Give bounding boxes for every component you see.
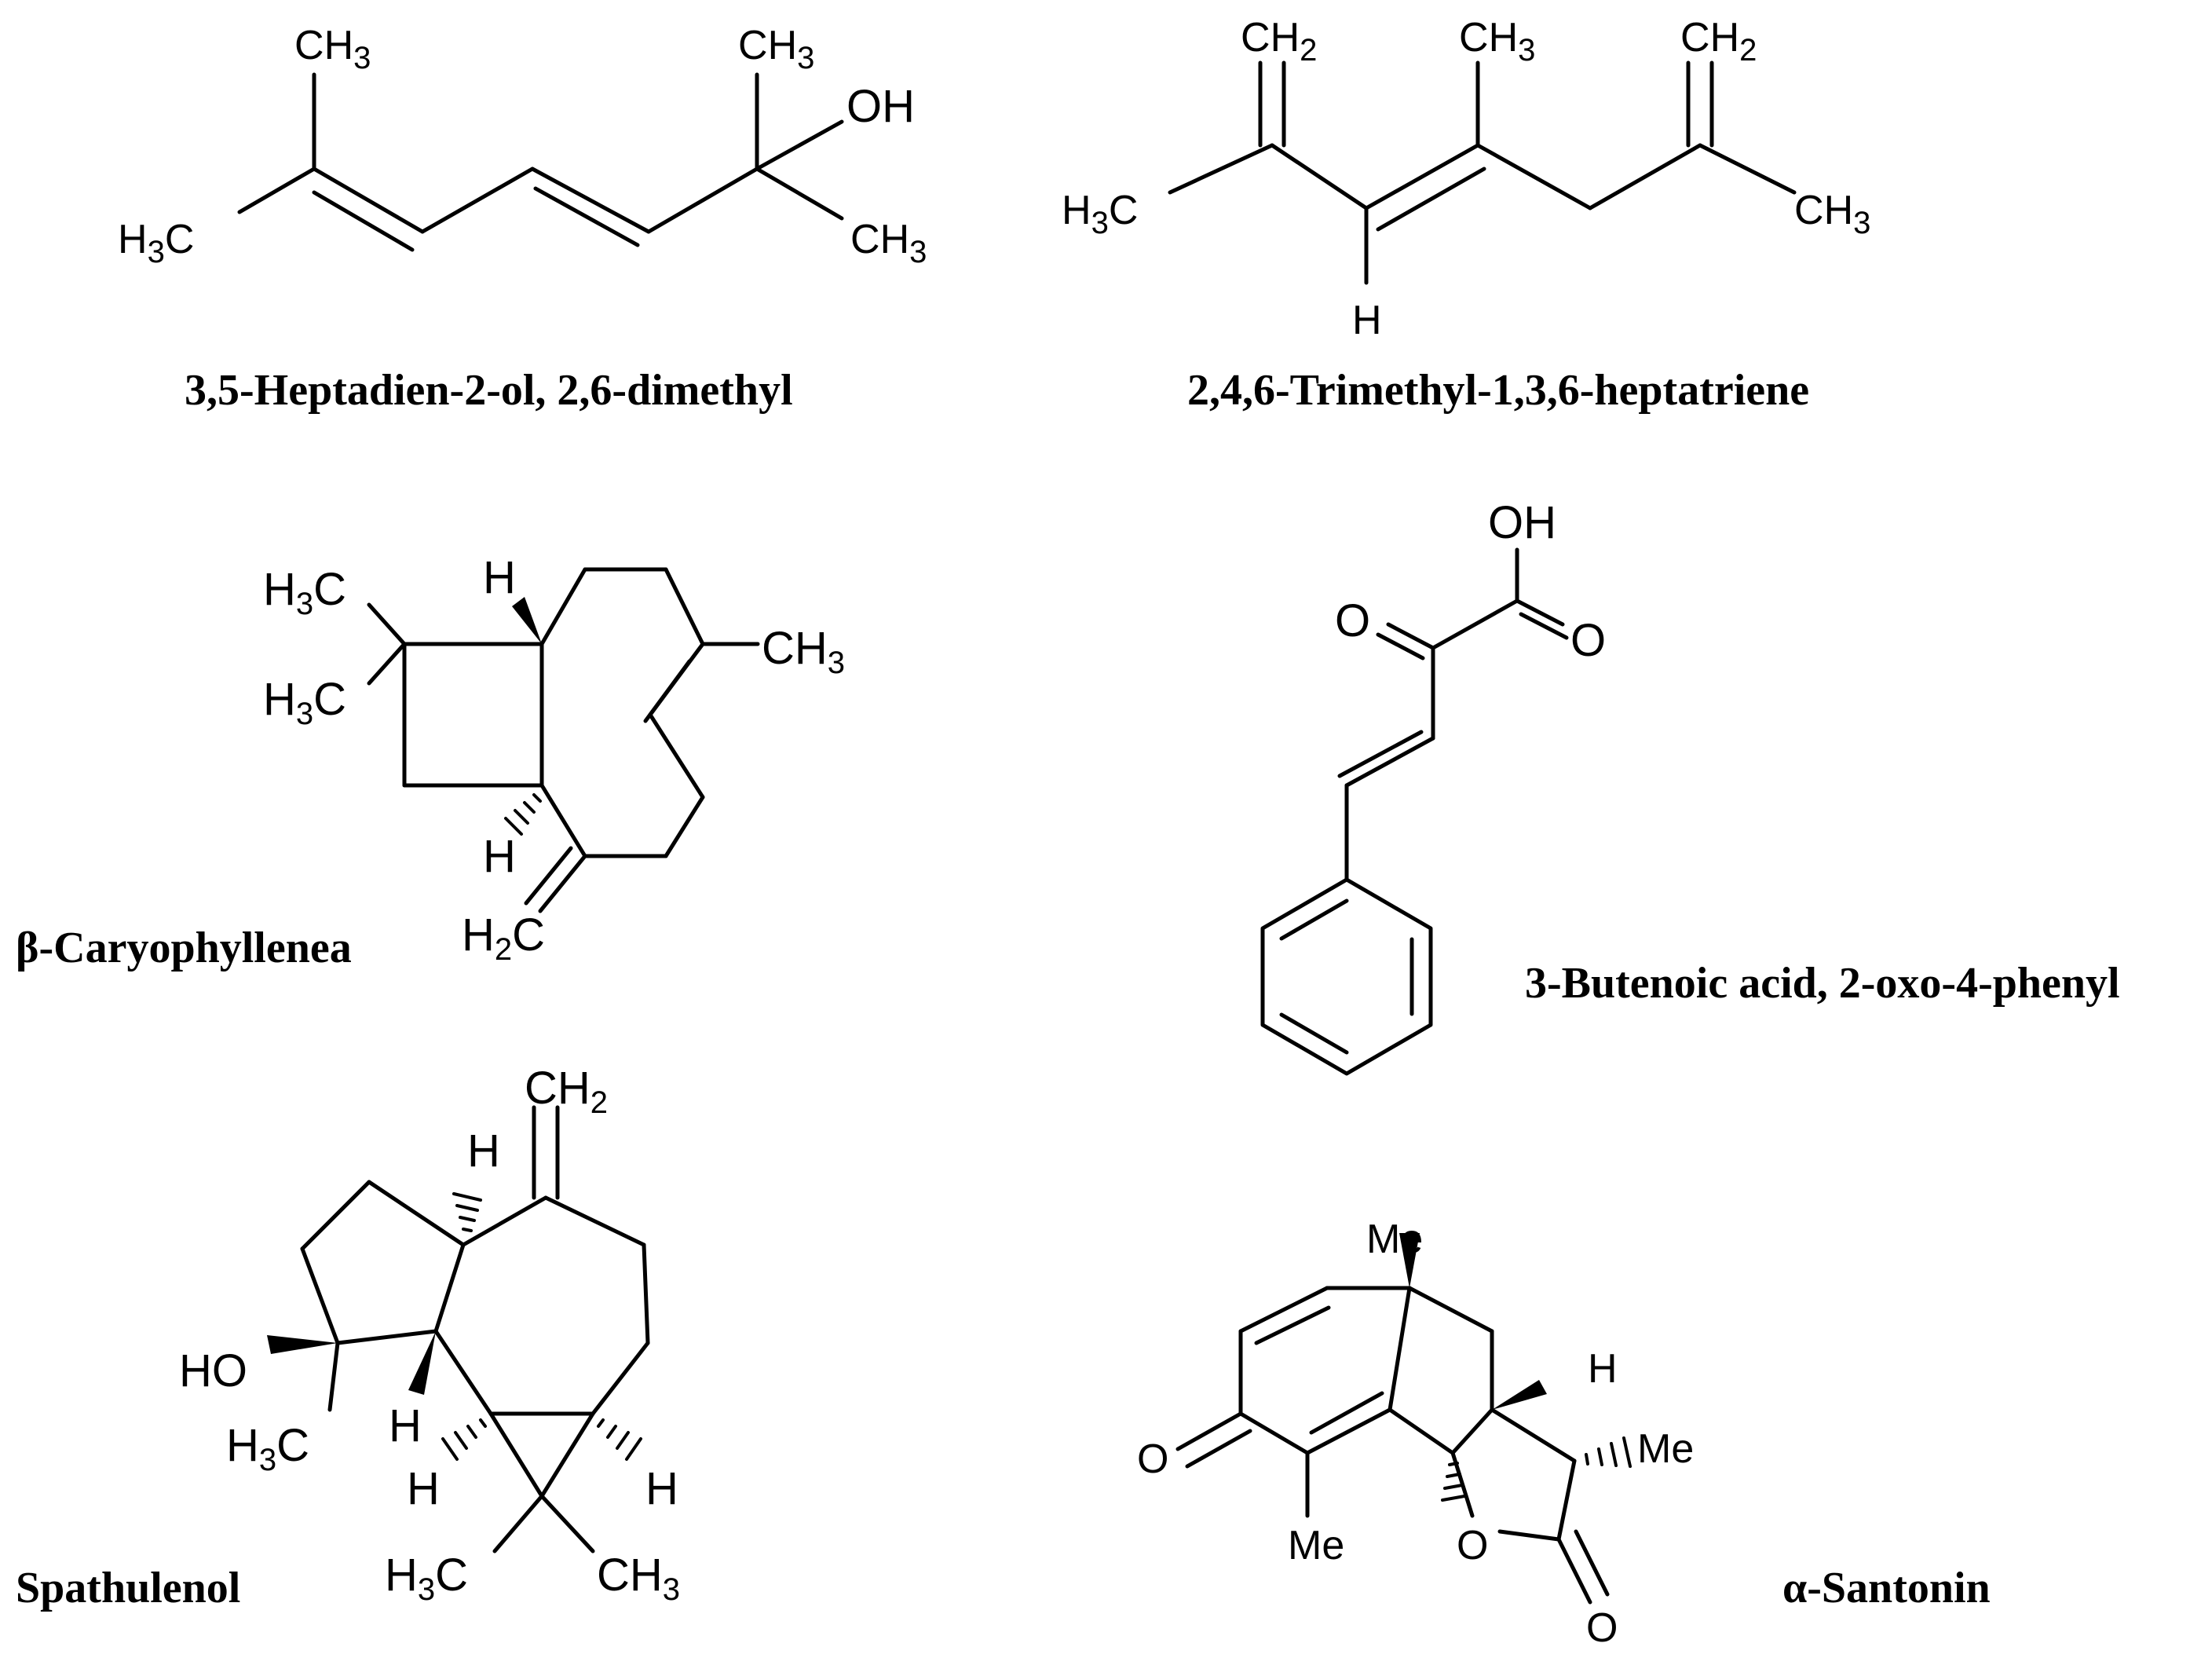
santonin-hydrogen: H — [1588, 1346, 1618, 1392]
caryophyllene-methyl-upper: H3C — [263, 564, 346, 621]
santonin-wedge-me-top — [1399, 1233, 1420, 1288]
caryophyllene-hash-bottom — [504, 793, 542, 836]
butenoic-acid-hydroxyl: OH — [1488, 497, 1556, 548]
spathulenol-hash-top — [452, 1192, 482, 1232]
santonin-skeleton — [1175, 1286, 1610, 1605]
caryophyllene-methyl-right: CH3 — [762, 623, 845, 680]
molecule-spathulenol: CH2 H HO H3C H H H H3C CH3 Spathulenol — [16, 1063, 680, 1612]
heptatriene-methyl-right: CH3 — [1794, 188, 1870, 240]
spathulenol-hydroxyl: HO — [179, 1345, 247, 1396]
caption-spathulenol: Spathulenol — [16, 1564, 240, 1612]
molecule-butenoic-acid: OH O O 3-Butenoic acid, 2-oxo-4-phenyl — [1260, 497, 2120, 1076]
heptatriene-methyl-mid: CH3 — [1459, 15, 1535, 68]
molecule-heptadienol: CH3 H3C CH3 OH CH3 3,5-Heptadien-2-ol, 2… — [118, 23, 927, 415]
caption-heptatriene: 2,4,6-Trimethyl-1,3,6-heptatriene — [1187, 366, 1809, 415]
caryophyllene-hydrogen-bottom: H — [483, 831, 516, 882]
caryophyllene-methylene: H2C — [462, 909, 545, 967]
heptadienol-methyl-top-right: CH3 — [738, 23, 814, 75]
caption-heptadienol: 3,5-Heptadien-2-ol, 2,6-dimethyl — [185, 366, 793, 415]
spathulenol-wedge-oh — [267, 1335, 338, 1354]
spathulenol-gem-methyl-right: CH3 — [597, 1550, 680, 1607]
molecule-heptatriene: CH2 CH3 CH2 H3C CH3 H 2,4,6-Trimethyl-1,… — [1062, 15, 1870, 415]
heptadienol-methyl-left: H3C — [118, 217, 194, 269]
spathulenol-methyl: H3C — [226, 1420, 309, 1477]
caption-caryophyllene: β-Caryophyllenea — [16, 924, 352, 972]
heptatriene-skeleton — [1168, 60, 1797, 285]
spathulenol-hydrogen-mid: H — [389, 1400, 422, 1451]
heptadienol-hydroxyl: OH — [846, 81, 915, 132]
spathulenol-hydrogen-left: H — [407, 1463, 440, 1514]
caption-santonin: α-Santonin — [1782, 1564, 1991, 1612]
santonin-wedge-h — [1492, 1380, 1547, 1410]
butenoic-acid-acid-oxygen: O — [1570, 615, 1606, 666]
caption-butenoic-acid: 3-Butenoic acid, 2-oxo-4-phenyl — [1525, 959, 2120, 1008]
caryophyllene-skeleton — [367, 567, 760, 913]
spathulenol-wedge-h-mid — [408, 1331, 436, 1395]
spathulenol-hash-left — [441, 1418, 487, 1461]
santonin-methyl-right: Me — [1637, 1426, 1694, 1472]
heptatriene-methylene-left: CH2 — [1241, 15, 1317, 68]
spathulenol-gem-methyl-left: H3C — [385, 1550, 468, 1607]
santonin-ring-oxygen: O — [1457, 1523, 1488, 1568]
spathulenol-hash-right — [597, 1418, 642, 1461]
spathulenol-hydrogen-right: H — [645, 1463, 678, 1514]
santonin-hash-o — [1441, 1462, 1466, 1502]
santonin-keto-oxygen: O — [1137, 1436, 1168, 1482]
santonin-hash-me-right — [1585, 1436, 1632, 1468]
caryophyllene-wedge-top — [512, 597, 542, 644]
molecule-caryophyllene: H3C H3C H CH3 H H2C β-Caryophyllenea — [16, 552, 845, 972]
caryophyllene-hydrogen-top: H — [483, 552, 516, 603]
heptadienol-skeleton — [237, 72, 844, 252]
caryophyllene-methyl-lower: H3C — [263, 674, 346, 731]
molecule-santonin: Me H Me O Me O O α-Santonin — [1137, 1217, 1991, 1651]
spathulenol-skeleton — [300, 1105, 650, 1553]
spathulenol-methylene: CH2 — [525, 1063, 608, 1120]
heptatriene-hydrogen: H — [1352, 298, 1382, 343]
butenoic-acid-skeleton — [1260, 547, 1569, 1076]
butenoic-acid-keto-oxygen: O — [1335, 595, 1370, 646]
santonin-methyl-top: Me — [1366, 1217, 1423, 1262]
heptadienol-methyl-right: CH3 — [850, 217, 927, 269]
heptadienol-methyl-top: CH3 — [294, 23, 371, 75]
spathulenol-hydrogen-top: H — [467, 1125, 500, 1176]
heptatriene-methylene-right: CH2 — [1680, 15, 1757, 68]
santonin-methyl-bottom: Me — [1288, 1523, 1344, 1568]
heptatriene-methyl-left: H3C — [1062, 188, 1138, 240]
santonin-lactone-oxygen: O — [1586, 1605, 1618, 1651]
